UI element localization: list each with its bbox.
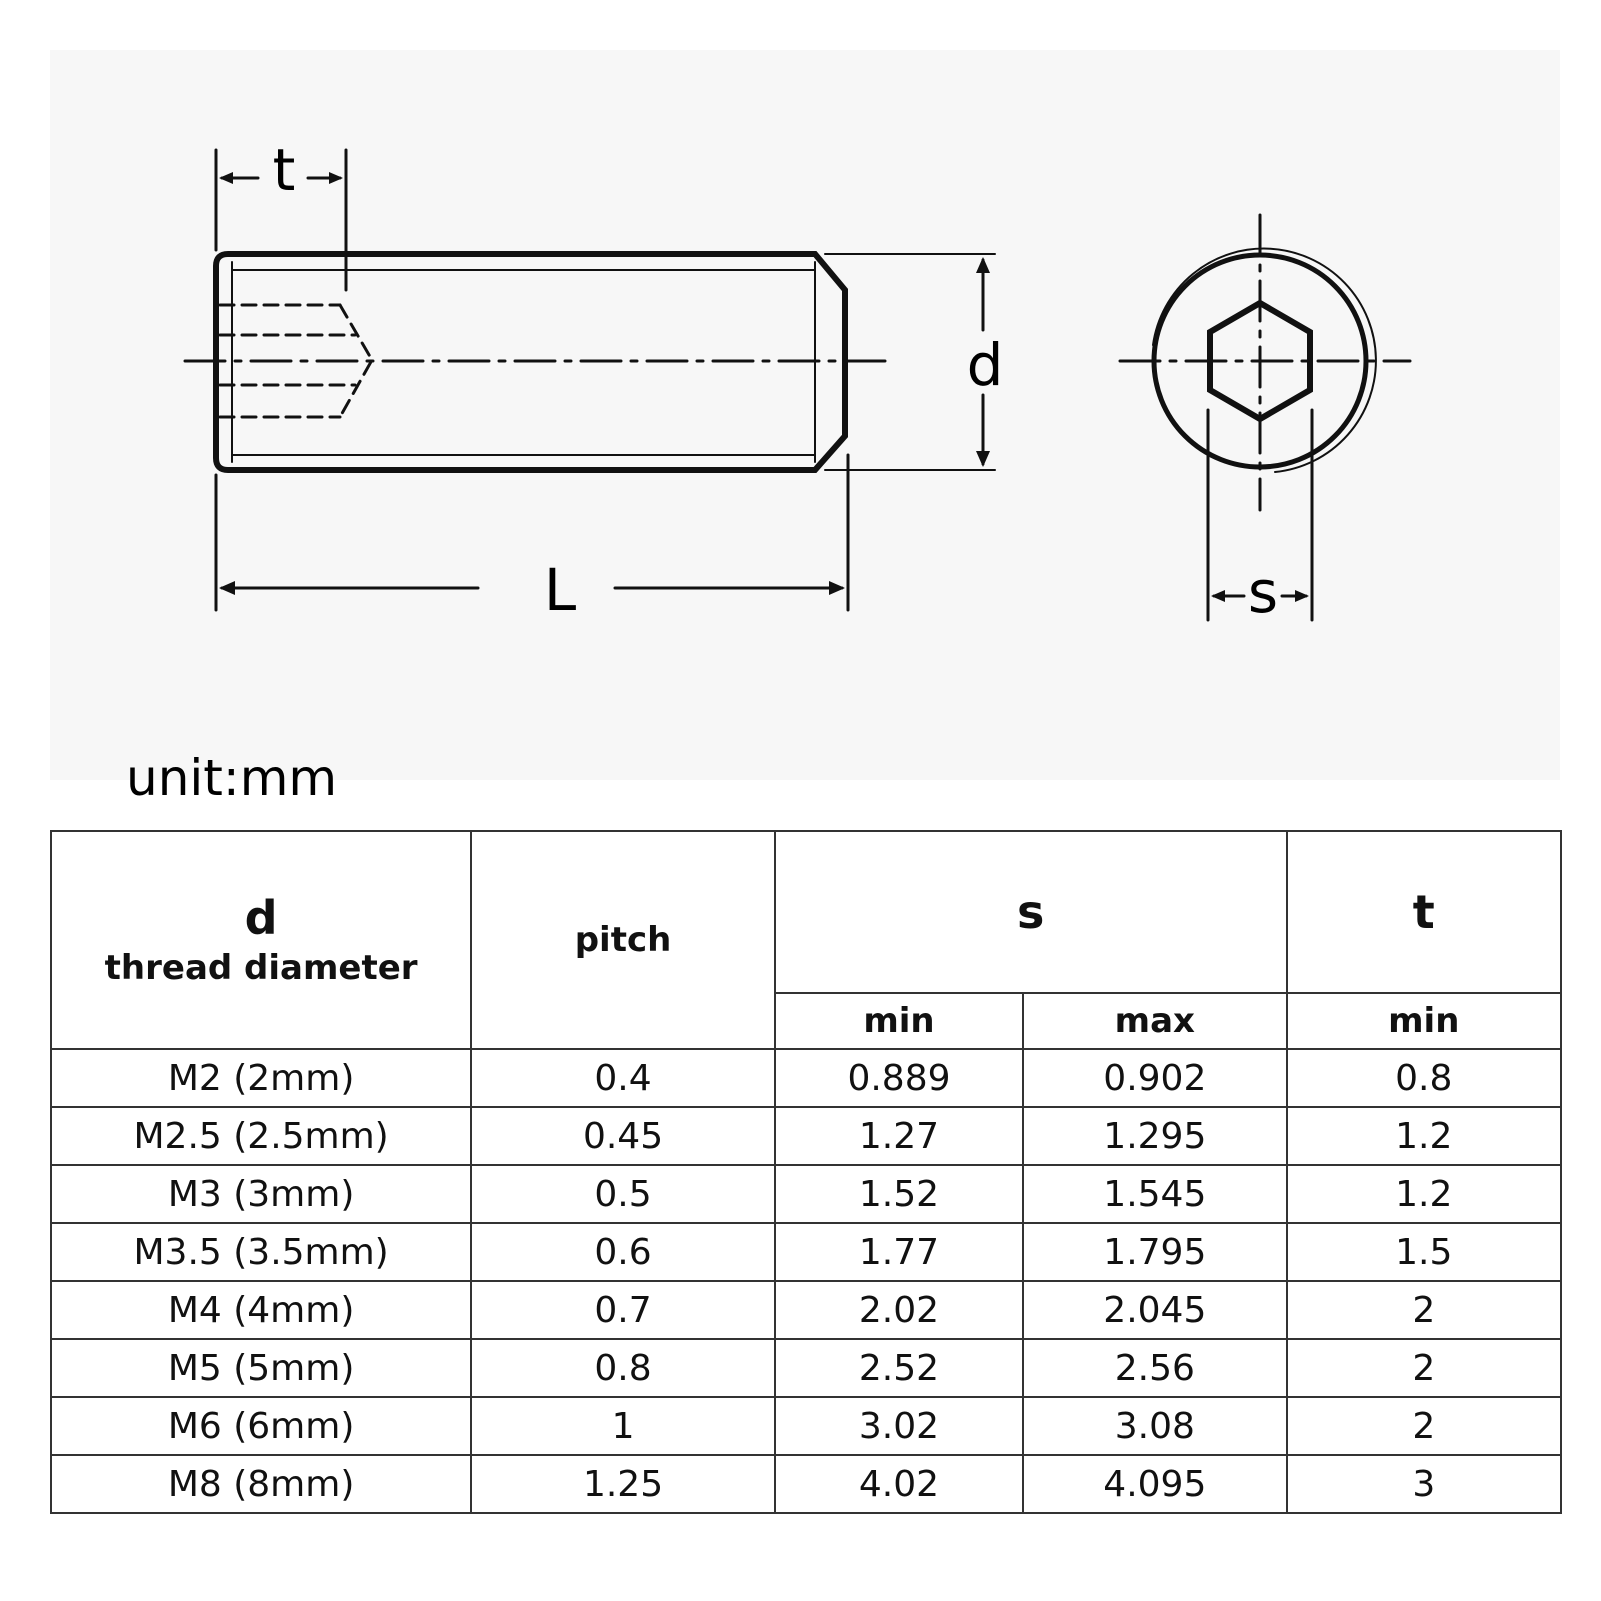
cell-d: M4 (4mm) (49, 1280, 473, 1340)
cell-d: M2.5 (2.5mm) (49, 1106, 473, 1166)
d-arrow-bottom (976, 451, 990, 467)
table-row: M4 (4mm) 0.7 2.02 2.045 2 (49, 1280, 1563, 1340)
cell-pitch: 0.7 (470, 1280, 776, 1340)
cell-s-min: 1.27 (773, 1106, 1025, 1166)
header-s-max: max (1022, 992, 1288, 1050)
header-pitch: pitch (470, 830, 776, 1050)
cell-d: M2 (2mm) (49, 1048, 473, 1108)
t-label: t (273, 136, 296, 204)
table-row: M2 (2mm) 0.4 0.889 0.902 0.8 (49, 1048, 1563, 1108)
header-s-label: s (1016, 885, 1045, 939)
table-row: M6 (6mm) 1 3.02 3.08 2 (49, 1396, 1563, 1456)
L-label: L (544, 556, 576, 624)
cell-d: M5 (5mm) (49, 1338, 473, 1398)
cell-pitch: 0.5 (470, 1164, 776, 1224)
L-arrow-left (219, 581, 235, 595)
header-d-text: thread diameter (104, 948, 418, 988)
cell-s-min: 4.02 (773, 1454, 1025, 1514)
screw-body-outline (213, 251, 848, 473)
header-s-min: min (773, 992, 1025, 1050)
header-row: d thread diameter pitch s t (49, 830, 1563, 1050)
table-row: M2.5 (2.5mm) 0.45 1.27 1.295 1.2 (49, 1106, 1563, 1166)
unit-label: unit:mm (126, 749, 338, 807)
cell-t-min: 0.8 (1285, 1048, 1563, 1108)
cell-pitch: 0.6 (470, 1222, 776, 1282)
cell-t-min: 2 (1285, 1396, 1563, 1456)
d-label: d (967, 331, 1004, 399)
header-s: s (773, 830, 1288, 994)
header-pitch-label: pitch (574, 920, 672, 960)
cell-s-min: 2.02 (773, 1280, 1025, 1340)
s-arrow-right (1295, 590, 1309, 602)
subheader-row: min max min (51, 992, 1563, 1050)
table-row: M8 (8mm) 1.25 4.02 4.095 3 (49, 1454, 1563, 1514)
end-view-thread-arc (1152, 247, 1377, 473)
technical-drawing-panel: t L d s (50, 50, 1560, 780)
cell-s-max: 3.08 (1022, 1396, 1288, 1456)
cell-s-max: 0.902 (1022, 1048, 1288, 1108)
cell-d: M3.5 (3.5mm) (49, 1222, 473, 1282)
cell-pitch: 0.8 (470, 1338, 776, 1398)
s-arrow-left (1211, 590, 1225, 602)
cell-t-min: 1.2 (1285, 1106, 1563, 1166)
cell-s-max: 2.045 (1022, 1280, 1288, 1340)
cell-t-min: 1.5 (1285, 1222, 1563, 1282)
t-arrow-left (219, 172, 233, 184)
header-thread-diameter: d thread diameter (49, 830, 473, 1050)
cell-s-max: 1.545 (1022, 1164, 1288, 1224)
cell-s-max: 4.095 (1022, 1454, 1288, 1514)
cell-s-max: 1.295 (1022, 1106, 1288, 1166)
table-row: M3.5 (3.5mm) 0.6 1.77 1.795 1.5 (49, 1222, 1563, 1282)
cell-pitch: 0.4 (470, 1048, 776, 1108)
cell-s-min: 2.52 (773, 1338, 1025, 1398)
cell-d: M8 (8mm) (49, 1454, 473, 1514)
header-t-label: t (1412, 885, 1435, 939)
header-t: t (1285, 830, 1563, 994)
cell-t-min: 3 (1285, 1454, 1563, 1514)
hidden-socket-lines (218, 303, 374, 419)
header-t-min: min (1285, 992, 1563, 1050)
cell-pitch: 1.25 (470, 1454, 776, 1514)
table-row: M3 (3mm) 0.5 1.52 1.545 1.2 (49, 1164, 1563, 1224)
cell-pitch: 0.45 (470, 1106, 776, 1166)
d-arrow-top (976, 257, 990, 273)
cell-s-max: 2.56 (1022, 1338, 1288, 1398)
cell-d: M3 (3mm) (49, 1164, 473, 1224)
set-screw-drawing: t L d s (183, 136, 1412, 626)
cell-s-max: 1.795 (1022, 1222, 1288, 1282)
header-d-symbol: d (244, 891, 278, 945)
cell-s-min: 1.77 (773, 1222, 1025, 1282)
cell-t-min: 2 (1285, 1280, 1563, 1340)
spec-table: d thread diameter pitch s t min max min … (49, 830, 1563, 1514)
table-row: M5 (5mm) 0.8 2.52 2.56 2 (49, 1338, 1563, 1398)
cell-t-min: 1.2 (1285, 1164, 1563, 1224)
cell-t-min: 2 (1285, 1338, 1563, 1398)
cell-d: M6 (6mm) (49, 1396, 473, 1456)
cell-s-min: 0.889 (773, 1048, 1025, 1108)
cell-s-min: 1.52 (773, 1164, 1025, 1224)
L-arrow-right (829, 581, 845, 595)
cell-pitch: 1 (470, 1396, 776, 1456)
t-arrow-right (329, 172, 343, 184)
s-label: s (1248, 558, 1278, 626)
cell-s-min: 3.02 (773, 1396, 1025, 1456)
